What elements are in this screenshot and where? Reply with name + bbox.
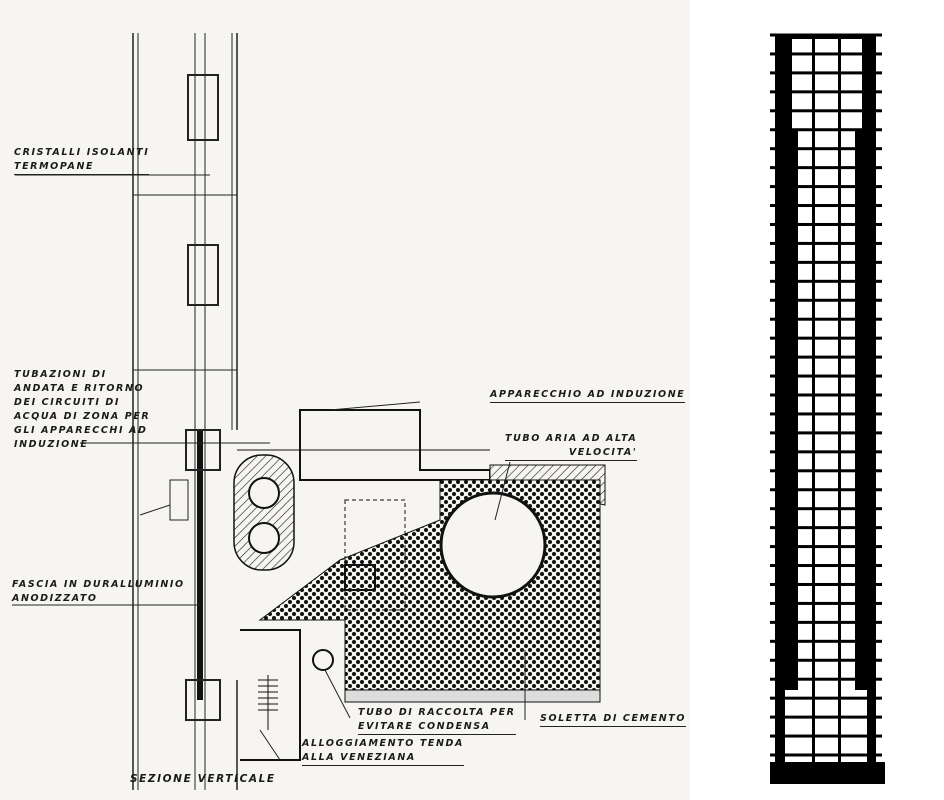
label-blind: ALLOGGIAMENTO TENDA ALLA VENEZIANA (302, 737, 464, 766)
facade-section (132, 33, 238, 790)
floor-slab (770, 279, 882, 283)
floor-slab (770, 658, 882, 662)
label-line: TUBAZIONI DI (14, 369, 107, 380)
tower-elevation (770, 33, 885, 784)
floor-slab (770, 715, 882, 719)
label-line: INDUZIONE (14, 439, 89, 450)
label-fascia: FASCIA IN DURALLUMINIO ANODIZZATO (12, 578, 185, 606)
floor-slab (770, 431, 882, 435)
label-line: VELOCITA' (505, 446, 638, 461)
floor-slab (770, 128, 882, 132)
tower-inner-column (838, 35, 841, 770)
floor-slab (770, 355, 882, 359)
floor-slab (770, 545, 882, 549)
floor-slab (770, 336, 882, 340)
floor-slab (770, 564, 882, 568)
tower-left-column (775, 35, 798, 770)
floor-slab (770, 450, 882, 454)
label-pipes: TUBAZIONI DI ANDATA E RITORNO DEI CIRCUI… (14, 368, 150, 452)
floor-slab (770, 147, 882, 151)
floor-slab (770, 90, 882, 94)
floor-slab (770, 185, 882, 189)
floor-slab (770, 298, 882, 302)
floor-slab (770, 582, 882, 586)
floor-slab (770, 469, 882, 473)
label-glass: CRISTALLI ISOLANTI TERMOPANE (14, 146, 150, 175)
floor-slab (770, 374, 882, 378)
tower-right-column (855, 35, 876, 770)
floor-slab (770, 526, 882, 530)
label-air-duct: TUBO ARIA AD ALTA VELOCITA' (505, 432, 638, 461)
induction-unit (233, 409, 606, 761)
tower-inner-column (812, 35, 815, 770)
floor-slab (770, 639, 882, 643)
label-line: ACQUA DI ZONA PER (14, 411, 151, 422)
label-line: ANDATA E RITORNO (14, 383, 145, 394)
label-line: ALLA VENEZIANA (302, 751, 464, 766)
tower-roof (792, 35, 862, 39)
floor-slab (770, 507, 882, 511)
label-line: ALLOGGIAMENTO TENDA (302, 738, 464, 749)
floor-slab (770, 204, 882, 208)
floor-slab (770, 109, 882, 113)
floor-slab (770, 222, 882, 226)
floor-slab (770, 260, 882, 264)
floor-slab (770, 412, 882, 416)
floor-slab (770, 166, 882, 170)
label-induction-unit: APPARECCHIO AD INDUZIONE (490, 388, 686, 403)
leader-lines (12, 174, 526, 761)
floor-slab (770, 753, 882, 757)
floor-slab (770, 71, 882, 75)
label-line: DEI CIRCUITI DI (14, 397, 121, 408)
drawing-title: SEZIONE VERTICALE (130, 773, 276, 785)
label-line: TUBO DI RACCOLTA PER (358, 707, 516, 718)
floor-slab (770, 620, 882, 624)
label-line: EVITARE CONDENSA (358, 720, 516, 735)
floor-slab (770, 241, 882, 245)
label-drain-pipe: TUBO DI RACCOLTA PER EVITARE CONDENSA (358, 706, 516, 735)
label-line: ANODIZZATO (12, 593, 98, 604)
label-line: CRISTALLI ISOLANTI (14, 147, 150, 158)
floor-slab (770, 734, 882, 738)
floor-slab (770, 317, 882, 321)
label-line: FASCIA IN DURALLUMINIO (12, 579, 185, 590)
floor-slab (770, 677, 882, 681)
floor-slab (770, 488, 882, 492)
label-line: TERMOPANE (14, 160, 150, 175)
tower-base (770, 762, 885, 784)
floor-slab (770, 52, 882, 56)
floor-slab (770, 393, 882, 397)
floor-slab (770, 601, 882, 605)
label-slab: SOLETTA DI CEMENTO (540, 712, 687, 727)
floor-slab (770, 696, 882, 700)
label-line: GLI APPARECCHI AD (14, 425, 148, 436)
label-line: TUBO ARIA AD ALTA (505, 433, 638, 444)
